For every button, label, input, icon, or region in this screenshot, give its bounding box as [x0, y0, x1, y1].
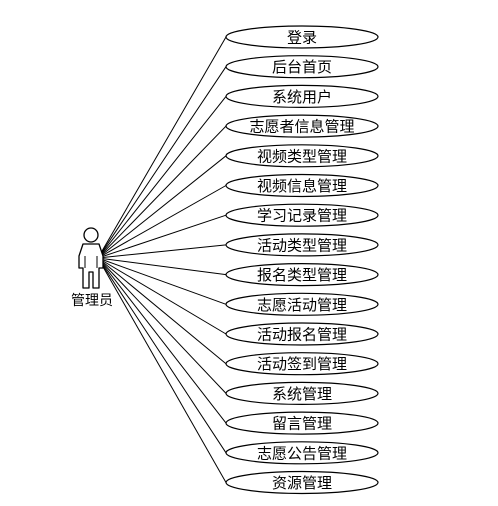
use-case-label: 活动报名管理	[257, 326, 347, 344]
actor-arms	[84, 256, 98, 268]
use-case: 系统管理	[225, 381, 379, 405]
use-case-ellipse	[225, 233, 379, 257]
use-case-label: 志愿公告管理	[257, 444, 347, 462]
use-case: 视频信息管理	[225, 173, 379, 198]
use-case-label: 报名类型管理	[257, 266, 347, 284]
association-line	[97, 155, 227, 259]
use-case-ellipse	[225, 381, 379, 405]
use-case-ellipse	[225, 203, 379, 227]
association-line	[97, 257, 227, 394]
use-case: 活动报名管理	[225, 322, 379, 346]
use-case: 后台首页	[225, 55, 379, 79]
association-line	[97, 257, 227, 454]
use-case-label: 活动签到管理	[257, 355, 347, 373]
association-line	[97, 257, 227, 335]
association-line	[97, 257, 227, 305]
use-case: 资源管理	[225, 470, 379, 495]
association-line	[97, 36, 227, 259]
use-case-label: 学习记录管理	[257, 207, 347, 225]
association-line	[97, 244, 227, 259]
use-case-ellipse	[225, 55, 379, 79]
use-case-ellipse	[225, 84, 379, 109]
use-case: 视频类型管理	[225, 144, 379, 168]
use-case-label: 留言管理	[272, 415, 332, 433]
use-case-ellipse	[225, 292, 379, 316]
use-case-ellipse	[225, 441, 379, 465]
use-case-label: 视频信息管理	[257, 177, 347, 195]
association-line	[97, 257, 227, 483]
use-case: 系统用户	[225, 84, 379, 109]
use-case-ellipse	[225, 25, 379, 49]
use-case-ellipse	[225, 114, 379, 138]
association-lines	[97, 36, 227, 483]
use-case-label: 活动类型管理	[257, 236, 347, 254]
use-case-label: 志愿者信息管理	[249, 118, 354, 136]
use-case: 志愿公告管理	[225, 441, 379, 465]
association-line	[97, 257, 227, 424]
association-line	[97, 125, 227, 259]
association-line	[97, 257, 227, 365]
use-case-ellipse	[225, 173, 379, 198]
association-line	[97, 214, 227, 259]
use-case-list: 登录后台首页系统用户志愿者信息管理视频类型管理视频信息管理学习记录管理活动类型管…	[225, 25, 379, 495]
use-case-label: 系统管理	[272, 385, 332, 403]
actor-head	[83, 227, 99, 243]
actor-figure	[78, 227, 104, 289]
use-case: 报名类型管理	[225, 263, 379, 287]
use-case: 活动类型管理	[225, 233, 379, 257]
association-line	[97, 257, 227, 276]
use-case-label: 志愿活动管理	[257, 296, 347, 314]
use-case-ellipse	[225, 470, 379, 495]
use-case: 志愿活动管理	[225, 292, 379, 316]
use-case: 志愿者信息管理	[225, 114, 379, 138]
use-case-label: 系统用户	[272, 88, 332, 106]
use-case: 登录	[225, 25, 379, 49]
use-case: 学习记录管理	[225, 203, 379, 227]
use-case: 留言管理	[225, 411, 379, 435]
use-case-ellipse	[225, 352, 379, 376]
use-case-ellipse	[225, 263, 379, 287]
actor-label: 管理员	[71, 293, 113, 309]
use-case-ellipse	[225, 411, 379, 435]
actor-body	[78, 243, 104, 289]
use-case-label: 视频类型管理	[257, 147, 347, 165]
use-case-ellipse	[225, 144, 379, 168]
association-line	[97, 66, 227, 259]
use-case: 活动签到管理	[225, 352, 379, 376]
association-line	[97, 96, 227, 259]
use-case-ellipse	[225, 322, 379, 346]
use-case-label: 后台首页	[272, 58, 332, 76]
association-line	[97, 185, 227, 259]
use-case-label: 登录	[287, 29, 317, 47]
use-case-label: 资源管理	[272, 474, 332, 492]
